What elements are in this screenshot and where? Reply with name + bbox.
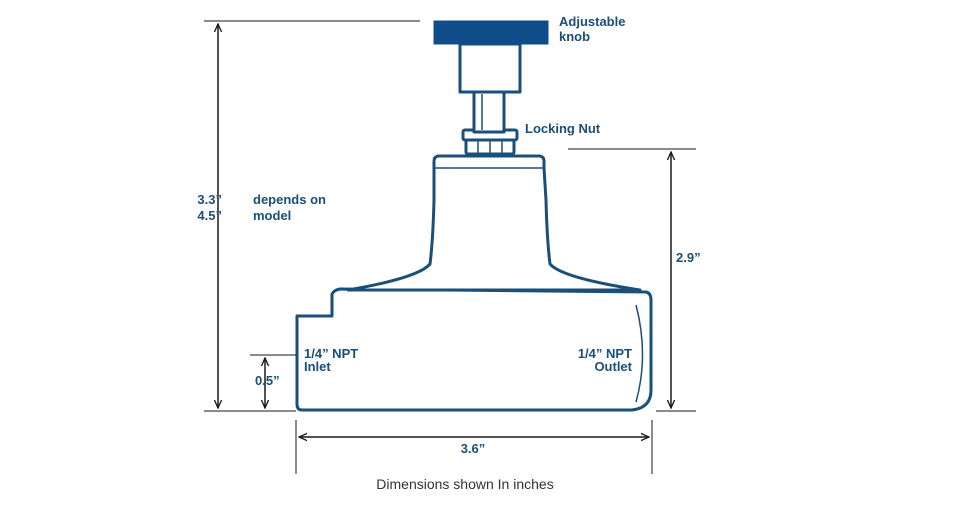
- width-label: 3.6”: [461, 441, 486, 456]
- inlet-label-line1: 1/4” NPT: [304, 346, 358, 361]
- total-height-label-1: 3.3”: [197, 192, 222, 207]
- knob-cap: [433, 20, 549, 45]
- bonnet: [346, 154, 642, 292]
- depends-label-line2: model: [253, 208, 291, 223]
- stem-body: [472, 90, 506, 134]
- knob-neck: [458, 42, 522, 94]
- dimension-lines: [204, 20, 696, 474]
- body-height-label: 2.9”: [676, 250, 701, 265]
- depends-label-line1: depends on: [253, 192, 326, 207]
- outlet-label-line1: 1/4” NPT: [578, 346, 632, 361]
- locking-nut: [461, 128, 519, 156]
- knob-label-line1: Adjustable: [559, 14, 625, 29]
- adjusting-stem: [472, 90, 506, 134]
- outlet-edge-detail: [635, 304, 644, 403]
- locking-nut-label: Locking Nut: [525, 121, 601, 136]
- regulator-body: [295, 154, 653, 412]
- total-height-label-2: 4.5”: [197, 208, 222, 223]
- units-caption: Dimensions shown In inches: [376, 476, 553, 492]
- knob-label-line2: knob: [559, 29, 590, 44]
- adjustable-knob: [433, 20, 549, 94]
- outlet-label-line2: Outlet: [594, 359, 632, 374]
- labels: Adjustable knob Locking Nut 3.3” 4.5” de…: [197, 14, 700, 492]
- inlet-label-line2: Inlet: [304, 359, 331, 374]
- port-height-label: 0.5”: [255, 373, 280, 388]
- lower-housing: [295, 287, 653, 412]
